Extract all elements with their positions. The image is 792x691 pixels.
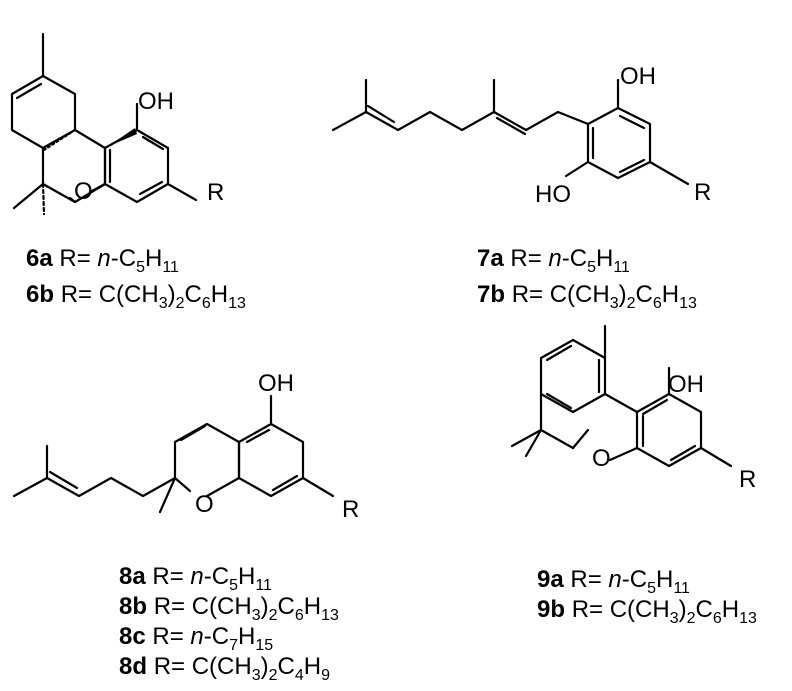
structure-7: OH HO R bbox=[331, 63, 711, 208]
hydroxyl-label-8: OH bbox=[258, 370, 294, 397]
caption-8b: 8b R= C(CH3)2C6H13 bbox=[119, 593, 339, 624]
caption-7a: 7a R= n-C5H11 bbox=[477, 245, 630, 276]
oxygen-label-8: O bbox=[195, 491, 214, 518]
caption-6b: 6b R= C(CH3)2C6H13 bbox=[26, 281, 246, 312]
caption-8a: 8a R= n-C5H11 bbox=[119, 563, 272, 594]
caption-9a: 9a R= n-C5H11 bbox=[537, 566, 690, 597]
r-label-7: R bbox=[694, 179, 711, 206]
structure-9: OH O R bbox=[510, 324, 756, 493]
caption-8d: 8d R= C(CH3)2C4H9 bbox=[119, 653, 330, 684]
hydroxyl-label-6: OH bbox=[138, 88, 174, 115]
oxygen-label-6: O bbox=[74, 178, 93, 205]
captions: 6a R= n-C5H11 6b R= C(CH3)2C6H13 7a R= n… bbox=[26, 245, 757, 684]
r-label-9: R bbox=[739, 466, 756, 493]
caption-6a: 6a R= n-C5H11 bbox=[26, 245, 179, 276]
r-label-6: R bbox=[207, 179, 224, 206]
structure-8: OH O R bbox=[12, 370, 359, 523]
hydroxyl-bottom-label-7: HO bbox=[535, 181, 571, 208]
caption-8c: 8c R= n-C7H15 bbox=[119, 623, 273, 654]
hydroxyl-label-9: OH bbox=[668, 371, 704, 398]
caption-7b: 7b R= C(CH3)2C6H13 bbox=[477, 281, 697, 312]
r-label-8: R bbox=[342, 496, 359, 523]
caption-9b: 9b R= C(CH3)2C6H13 bbox=[537, 596, 757, 627]
structure-6: OH O R bbox=[10, 32, 224, 216]
oxygen-label-9: O bbox=[592, 445, 611, 472]
hydroxyl-top-label-7: OH bbox=[620, 63, 656, 90]
